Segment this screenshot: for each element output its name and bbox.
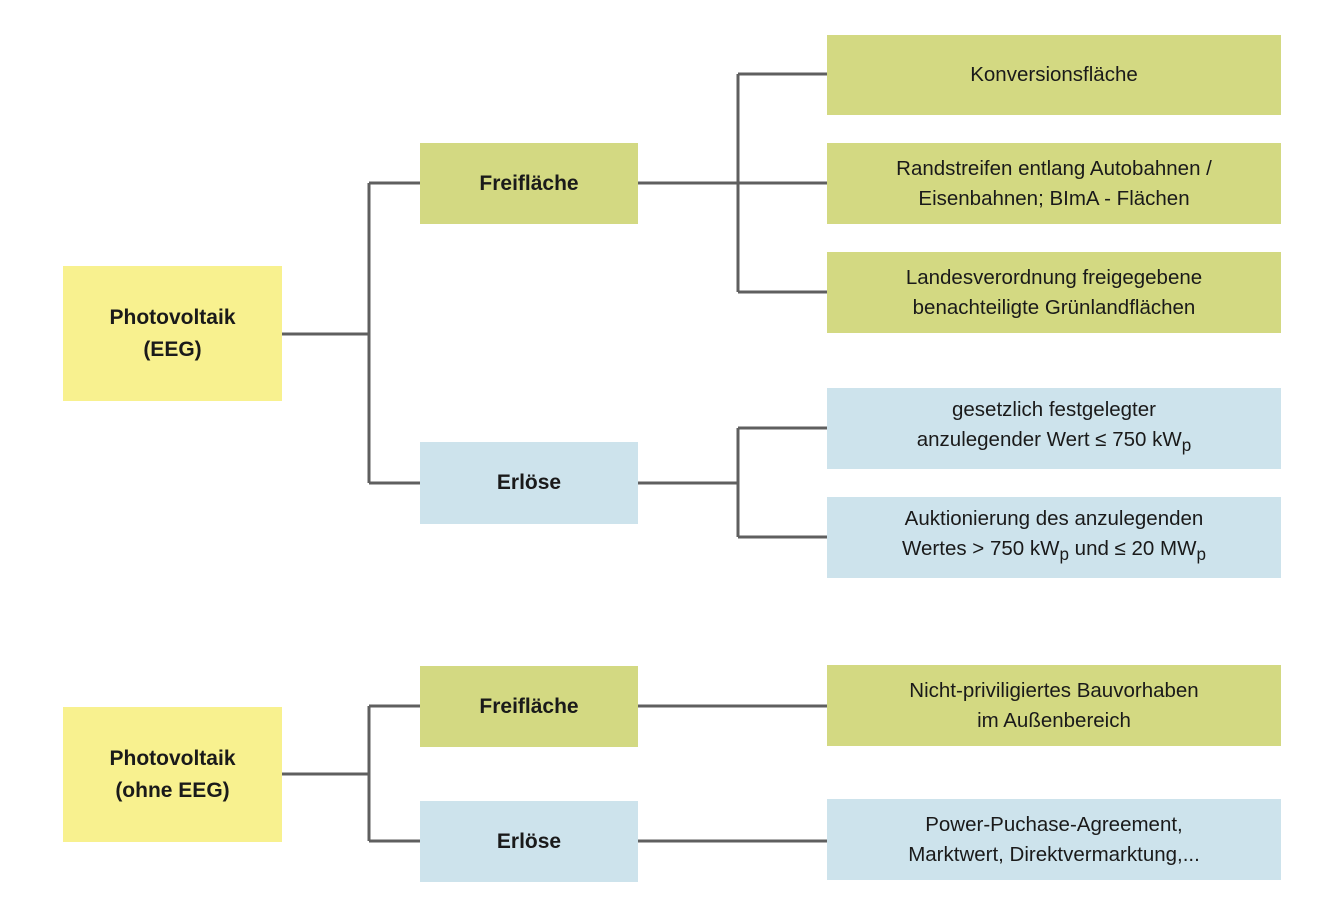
leaf-line2-text-b: und ≤ 20 MW <box>1068 537 1197 561</box>
leaf-line2: im Außenbereich <box>977 708 1131 732</box>
node-erloese-label: Erlöse <box>496 471 562 494</box>
leaf-line2-text-a: Wertes > 750 kW <box>902 537 1060 561</box>
leaf-nicht-privilegiert: Nicht-priviligiertes Bauvorhaben im Auße… <box>827 665 1281 746</box>
root-node-label: Photovoltaik (EEG) <box>109 302 235 366</box>
leaf-subscript: p <box>1181 436 1192 456</box>
leaf-line1: gesetzlich festgelegter <box>952 398 1156 422</box>
root-node-photovoltaik-ohne-eeg: Photovoltaik (ohne EEG) <box>63 707 282 842</box>
root-node-line2: (ohne EEG) <box>115 778 230 802</box>
leaf-text: Nicht-priviligiertes Bauvorhaben im Auße… <box>909 676 1198 736</box>
leaf-line2: Eisenbahnen; BImA - Flächen <box>918 186 1190 210</box>
leaf-text: Randstreifen entlang Autobahnen / Eisenb… <box>896 154 1212 214</box>
leaf-gesetzlich-festgelegt: gesetzlich festgelegter anzulegender Wer… <box>827 388 1281 469</box>
node-freiflaeche-label: Freifläche <box>479 694 579 718</box>
leaf-line2: benachteiligte Grünlandflächen <box>912 295 1196 319</box>
leaf-line2: Marktwert, Direktvermarktung,... <box>908 842 1200 866</box>
leaf-subscript: p <box>1196 545 1206 565</box>
root-node-line1: Photovoltaik <box>109 305 236 329</box>
leaf-text: Auktionierung des anzulegenden Wertes > … <box>902 504 1206 570</box>
leaf-konversionsflaeche: Konversionsfläche <box>827 35 1281 115</box>
leaf-line1: Nicht-priviligiertes Bauvorhaben <box>909 678 1199 702</box>
leaf-randstreifen: Randstreifen entlang Autobahnen / Eisenb… <box>827 143 1281 224</box>
node-erloese-ohne-eeg: Erlöse <box>420 801 638 882</box>
node-freiflaeche-eeg: Freifläche <box>420 143 638 224</box>
node-freiflaeche-ohne-eeg: Freifläche <box>420 666 638 747</box>
leaf-line2: Wertes > 750 kWp und ≤ 20 MWp <box>902 534 1206 570</box>
leaf-landesverordnung: Landesverordnung freigegebene benachteil… <box>827 252 1281 333</box>
leaf-text: Landesverordnung freigegebene benachteil… <box>906 263 1202 323</box>
leaf-line2-text: anzulegender Wert ≤ 750 kW <box>916 428 1182 452</box>
leaf-line1: Power-Puchase-Agreement, <box>925 812 1183 836</box>
root-node-label: Photovoltaik (ohne EEG) <box>109 743 235 807</box>
leaf-auktionierung: Auktionierung des anzulegenden Wertes > … <box>827 497 1281 578</box>
root-node-line2: (EEG) <box>143 337 202 361</box>
leaf-subscript: p <box>1059 545 1069 565</box>
leaf-power-purchase: Power-Puchase-Agreement, Marktwert, Dire… <box>827 799 1281 880</box>
root-node-line1: Photovoltaik <box>109 746 236 770</box>
leaf-text: Power-Puchase-Agreement, Marktwert, Dire… <box>908 810 1200 870</box>
leaf-line1: Konversionsfläche <box>970 63 1138 86</box>
leaf-text: gesetzlich festgelegter anzulegender Wer… <box>917 395 1191 461</box>
node-erloese-label: Erlöse <box>496 829 562 853</box>
leaf-line2: anzulegender Wert ≤ 750 kWp <box>917 425 1191 461</box>
leaf-line1: Auktionierung des anzulegenden <box>904 507 1204 531</box>
leaf-line1: Randstreifen entlang Autobahnen / <box>896 156 1212 180</box>
root-node-photovoltaik-eeg: Photovoltaik (EEG) <box>63 266 282 401</box>
leaf-line1: Landesverordnung freigegebene <box>905 265 1203 289</box>
node-erloese-eeg: Erlöse <box>420 442 638 524</box>
node-freiflaeche-label: Freifläche <box>479 171 579 195</box>
